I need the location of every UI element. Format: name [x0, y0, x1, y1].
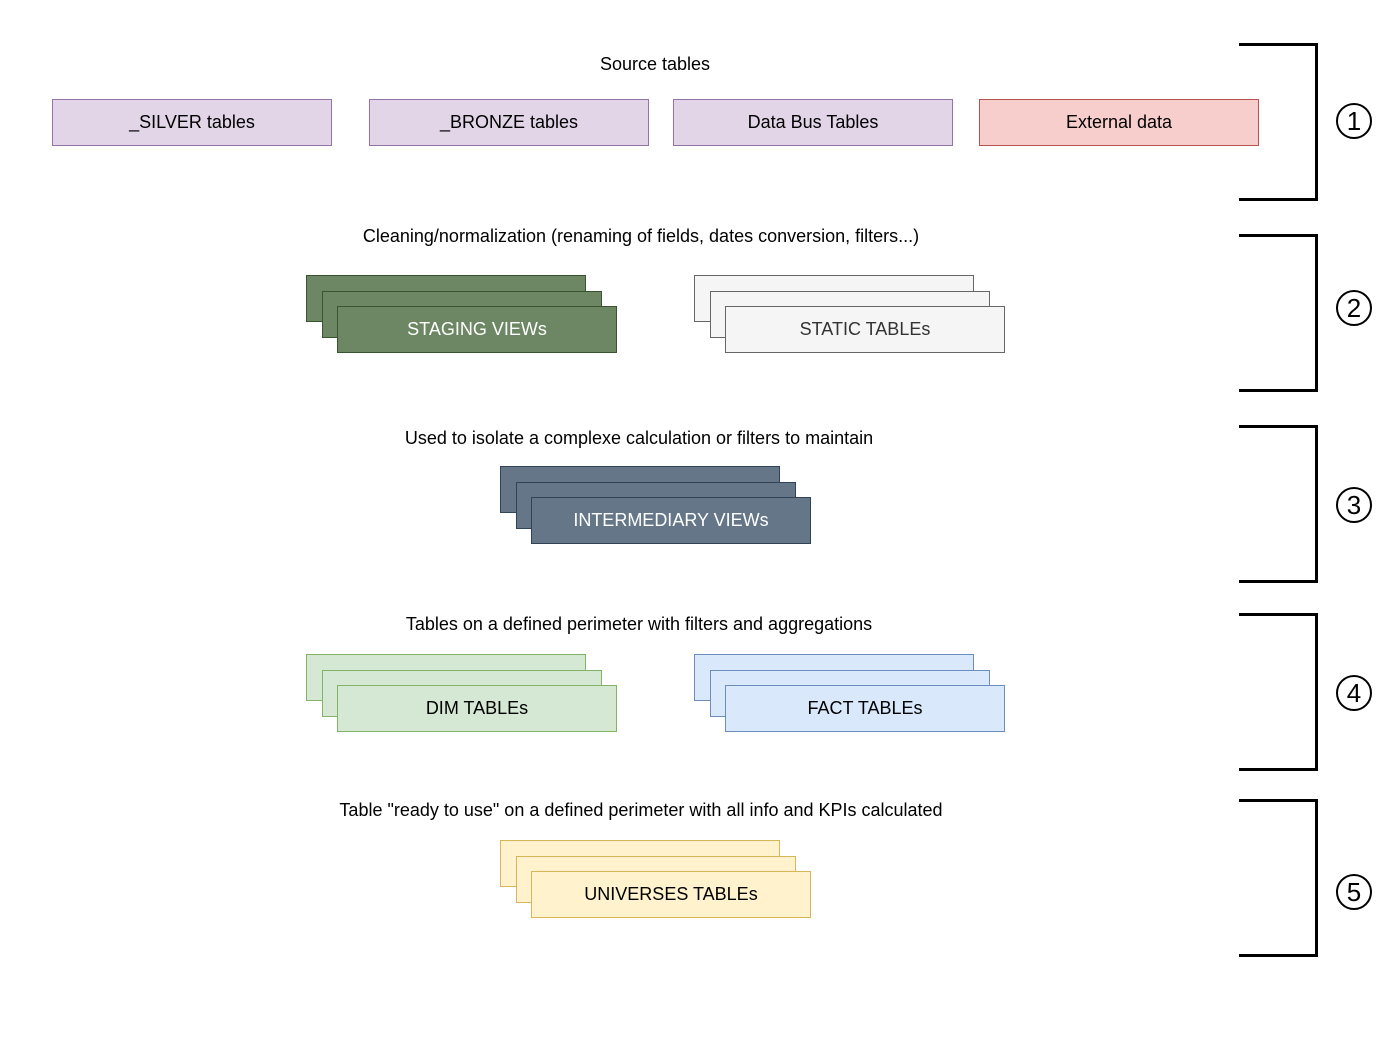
staging-views-layer-3: STAGING VIEWs	[337, 306, 617, 353]
step-3-icon: 3	[1336, 487, 1372, 523]
static-tables-label: STATIC TABLEs	[799, 319, 931, 339]
intermediary-views-layer-3: INTERMEDIARY VIEWs	[531, 497, 811, 544]
fact-tables-layer-3: FACT TABLEs	[725, 685, 1005, 732]
external-data-box: External data	[979, 99, 1259, 146]
bronze-tables-label: _BRONZE tables	[439, 112, 579, 132]
level-1-bracket	[1239, 43, 1318, 201]
data-bus-tables-label: Data Bus Tables	[747, 112, 879, 132]
bronze-tables-box: _BRONZE tables	[369, 99, 649, 146]
level-2-bracket	[1239, 234, 1318, 392]
data-bus-tables-box: Data Bus Tables	[673, 99, 953, 146]
intermediary-caption: Used to isolate a complexe calculation o…	[404, 428, 874, 448]
universes-caption: Table "ready to use" on a defined perime…	[339, 800, 943, 820]
dim-tables-label: DIM TABLEs	[425, 698, 529, 718]
step-4-icon: 4	[1336, 675, 1372, 711]
cleaning-caption: Cleaning/normalization (renaming of fiel…	[362, 226, 920, 246]
silver-tables-box: _SILVER tables	[52, 99, 332, 146]
step-2-icon: 2	[1336, 290, 1372, 326]
static-tables-layer-3: STATIC TABLEs	[725, 306, 1005, 353]
fact-tables-label: FACT TABLEs	[807, 698, 923, 718]
level-4-bracket	[1239, 613, 1318, 771]
step-1-icon: 1	[1336, 103, 1372, 139]
staging-views-label: STAGING VIEWs	[407, 319, 547, 339]
intermediary-views-label: INTERMEDIARY VIEWs	[573, 510, 769, 530]
external-data-label: External data	[1065, 112, 1173, 132]
level-5-bracket	[1239, 799, 1318, 957]
perimeter-caption: Tables on a defined perimeter with filte…	[405, 614, 873, 634]
source-tables-caption: Source tables	[599, 54, 711, 74]
universes-tables-label: UNIVERSES TABLEs	[584, 884, 758, 904]
universes-tables-layer-3: UNIVERSES TABLEs	[531, 871, 811, 918]
silver-tables-label: _SILVER tables	[129, 112, 255, 132]
step-5-icon: 5	[1336, 874, 1372, 910]
level-3-bracket	[1239, 425, 1318, 583]
dim-tables-layer-3: DIM TABLEs	[337, 685, 617, 732]
